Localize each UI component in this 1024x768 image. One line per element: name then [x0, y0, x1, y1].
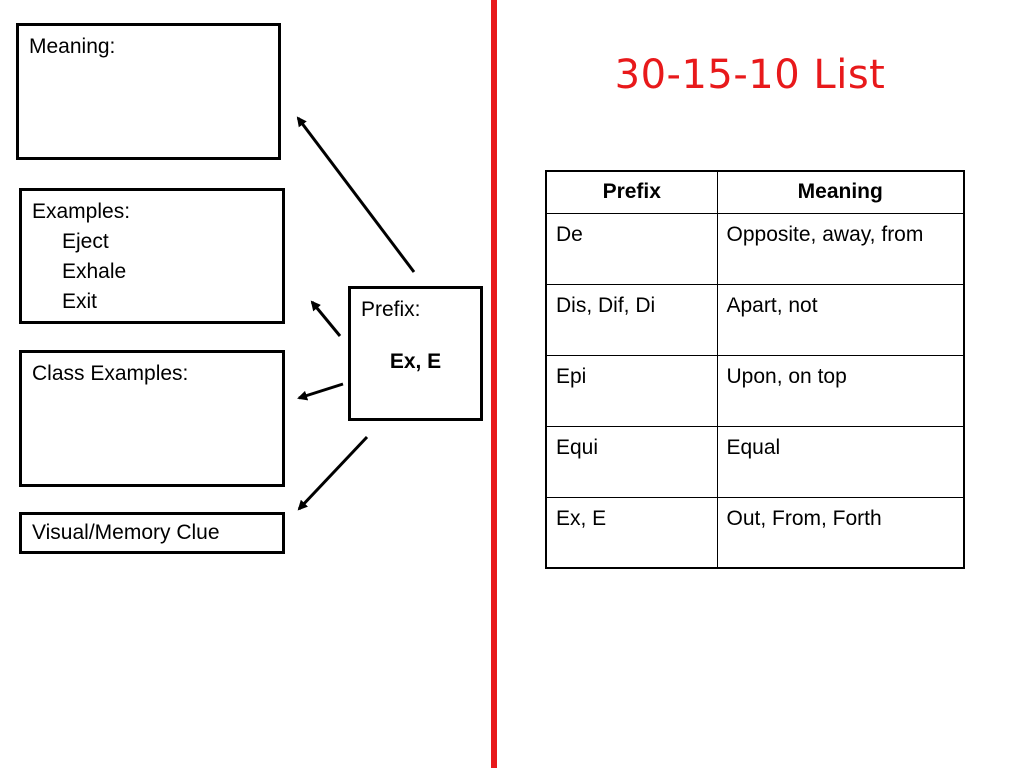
visual-memory-clue-label: Visual/Memory Clue	[32, 521, 220, 544]
table-row: Ex, E Out, From, Forth	[545, 496, 965, 569]
table-row: Equi Equal	[545, 425, 965, 498]
cell-meaning: Upon, on top	[716, 354, 965, 427]
meaning-box: Meaning:	[16, 23, 281, 160]
cell-meaning: Equal	[716, 425, 965, 498]
cell-meaning: Out, From, Forth	[716, 496, 965, 569]
class-examples-box: Class Examples:	[19, 350, 285, 487]
cell-meaning: Apart, not	[716, 283, 965, 356]
cell-prefix: De	[545, 212, 718, 285]
class-examples-label: Class Examples:	[32, 362, 189, 385]
example-item: Exhale	[62, 260, 127, 283]
cell-meaning: Opposite, away, from	[716, 212, 965, 285]
cell-prefix: Ex, E	[545, 496, 718, 569]
arrow-to-meaning	[296, 116, 416, 273]
table-header-row: Prefix Meaning	[545, 170, 965, 214]
cell-prefix: Dis, Dif, Di	[545, 283, 718, 356]
meaning-label: Meaning:	[29, 35, 116, 58]
header-meaning: Meaning	[716, 170, 965, 214]
examples-box: Examples: Eject Exhale Exit	[19, 188, 285, 324]
examples-label: Examples:	[32, 200, 131, 223]
prefix-label: Prefix:	[361, 298, 421, 321]
cell-prefix: Epi	[545, 354, 718, 427]
visual-memory-clue-box: Visual/Memory Clue	[19, 512, 285, 554]
vertical-divider	[491, 0, 497, 768]
prefix-table: Prefix Meaning De Opposite, away, from D…	[545, 170, 965, 569]
example-item: Eject	[62, 230, 109, 253]
list-title: 30-15-10 List	[614, 52, 886, 98]
table-row: Dis, Dif, Di Apart, not	[545, 283, 965, 356]
example-item: Exit	[62, 290, 98, 313]
header-prefix: Prefix	[545, 170, 718, 214]
table-row: Epi Upon, on top	[545, 354, 965, 427]
arrow-to-examples	[310, 300, 342, 337]
prefix-value: Ex, E	[389, 350, 442, 373]
arrow-to-visual-clue	[297, 435, 369, 511]
cell-prefix: Equi	[545, 425, 718, 498]
prefix-box: Prefix: Ex, E	[348, 286, 483, 421]
table-row: De Opposite, away, from	[545, 212, 965, 285]
arrow-to-class-examples	[297, 382, 344, 401]
